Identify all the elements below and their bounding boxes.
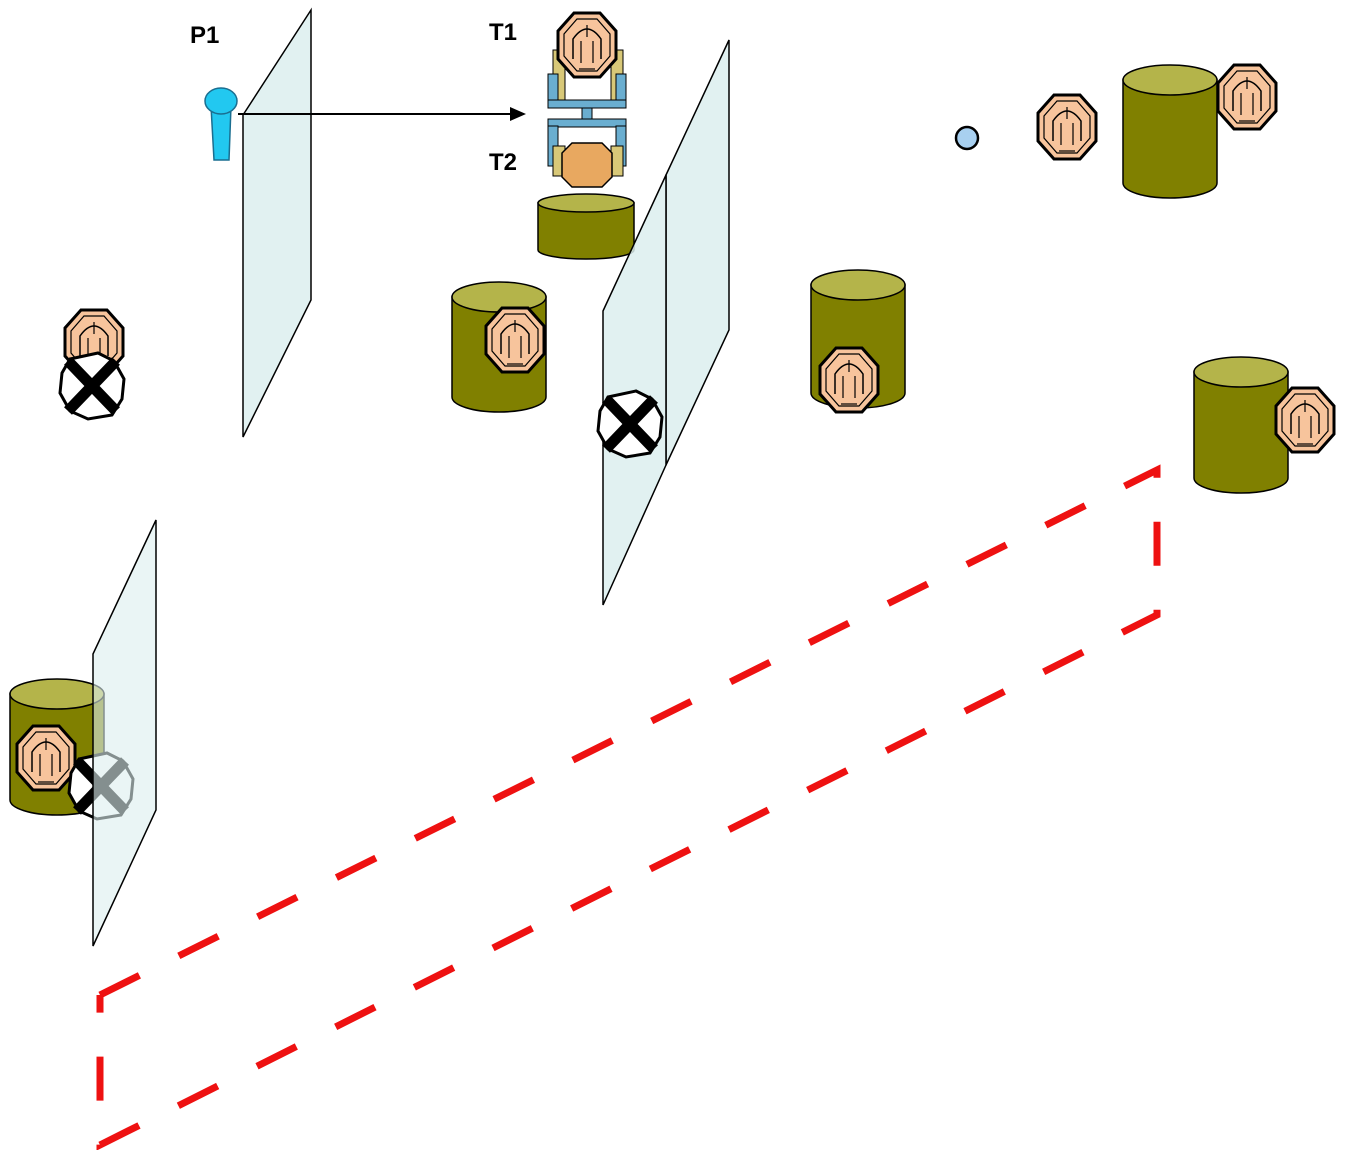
target-t1-label: T1 [489,19,517,46]
target-silhouette-icon [556,11,618,79]
boundary-dashed-outline [96,464,1161,1150]
shooter-post-icon [204,87,238,161]
target-silhouette-icon [15,724,77,792]
cover-panel [665,39,730,466]
no-shoot-x-icon [598,391,662,457]
target-silhouette-icon [1274,386,1336,454]
no-shoot-x-icon [60,353,124,419]
cover-panel [92,519,157,947]
target-silhouette-icon [1216,63,1278,131]
target-silhouette-icon [484,306,546,374]
shooter-label: P1 [190,22,219,49]
barrel-icon [537,193,635,260]
barrel-icon [1122,64,1218,199]
moving-target-robot-icon [547,49,627,188]
barrel-icon [1193,356,1289,494]
target-silhouette-icon [818,346,880,414]
line-of-fire-arrow [238,107,526,121]
position-marker-icon [954,125,980,151]
target-t2-label: T2 [489,149,517,176]
cover-panel [242,7,312,438]
target-silhouette-icon [1036,93,1098,161]
